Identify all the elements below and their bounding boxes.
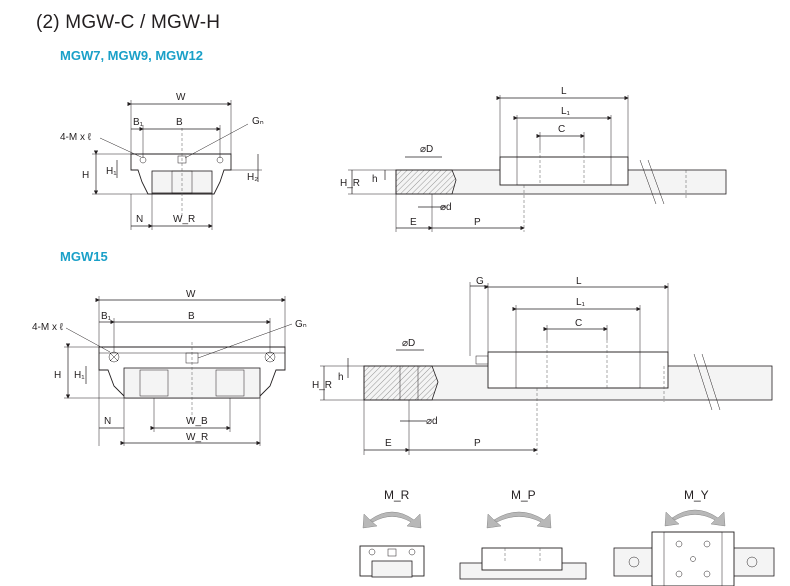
side-view-mgw15: G L L₁ C ⌀D H_R h ⌀d E P xyxy=(312,276,773,455)
dim-H1-2: H₁ xyxy=(74,370,85,381)
label-Gn-2: Gₙ xyxy=(295,319,307,330)
moment-MP-label: M_P xyxy=(511,488,536,502)
dim-HR: H_R xyxy=(340,178,360,189)
dim-C-2: C xyxy=(575,318,582,329)
dim-E: E xyxy=(410,217,417,228)
dim-phiD: ⌀D xyxy=(420,144,433,155)
moment-MR: M_R xyxy=(359,488,425,578)
dim-L-2: L xyxy=(576,276,582,287)
label-MxL: 4-M x ℓ xyxy=(60,132,92,143)
dim-N: N xyxy=(136,214,143,225)
dim-B-2: B xyxy=(188,311,195,322)
dim-G: G xyxy=(476,276,484,287)
label-MxL-2: 4-M x ℓ xyxy=(32,322,64,333)
dim-P: P xyxy=(474,217,481,228)
dim-L: L xyxy=(561,86,567,97)
dim-h: h xyxy=(372,174,378,185)
dim-H: H xyxy=(82,170,89,181)
dim-phiD-2: ⌀D xyxy=(402,338,415,349)
dim-W-2: W xyxy=(186,289,196,300)
dim-C: C xyxy=(558,124,565,135)
page-title: (2) MGW-C / MGW-H xyxy=(36,12,221,33)
moment-MR-label: M_R xyxy=(384,488,410,502)
moment-MY: M_Y xyxy=(613,488,775,586)
dim-phid: ⌀d xyxy=(440,202,452,213)
section-models-label-1: MGW7, MGW9, MGW12 xyxy=(60,48,203,63)
dim-N-2: N xyxy=(104,416,111,427)
moment-MP: M_P xyxy=(459,488,587,580)
section-models-label-2: MGW15 xyxy=(60,249,108,264)
label-Gn: Gₙ xyxy=(252,116,264,127)
side-view-small: L L₁ C ⌀D H_R h ⌀d E P xyxy=(340,86,727,232)
dim-E-2: E xyxy=(385,438,392,449)
front-view-small: W B₁ B Gₙ 4-M x ℓ H H₁ H₂ N W_R xyxy=(60,92,264,230)
dim-phid-2: ⌀d xyxy=(426,416,438,427)
dim-h-2: h xyxy=(338,372,344,383)
moment-MY-label: M_Y xyxy=(684,488,709,502)
dim-H2: H₂ xyxy=(247,172,258,183)
dim-WB: W_B xyxy=(186,416,208,427)
dim-P-2: P xyxy=(474,438,481,449)
dim-B: B xyxy=(176,117,183,128)
dim-WR-2: W_R xyxy=(186,432,208,443)
dim-HR-2: H_R xyxy=(312,380,332,391)
dim-B1-2: B₁ xyxy=(101,311,112,322)
dim-WR: W_R xyxy=(173,214,195,225)
dim-B1: B₁ xyxy=(133,117,144,128)
dim-L1-2: L₁ xyxy=(576,297,586,308)
dim-L1: L₁ xyxy=(561,106,571,117)
dim-H-2: H xyxy=(54,370,61,381)
front-view-mgw15: W B₁ B Gₙ 4-M x ℓ H H₁ N W_B W_R xyxy=(32,289,307,446)
dim-H1: H₁ xyxy=(106,166,117,177)
dim-W: W xyxy=(176,92,186,103)
